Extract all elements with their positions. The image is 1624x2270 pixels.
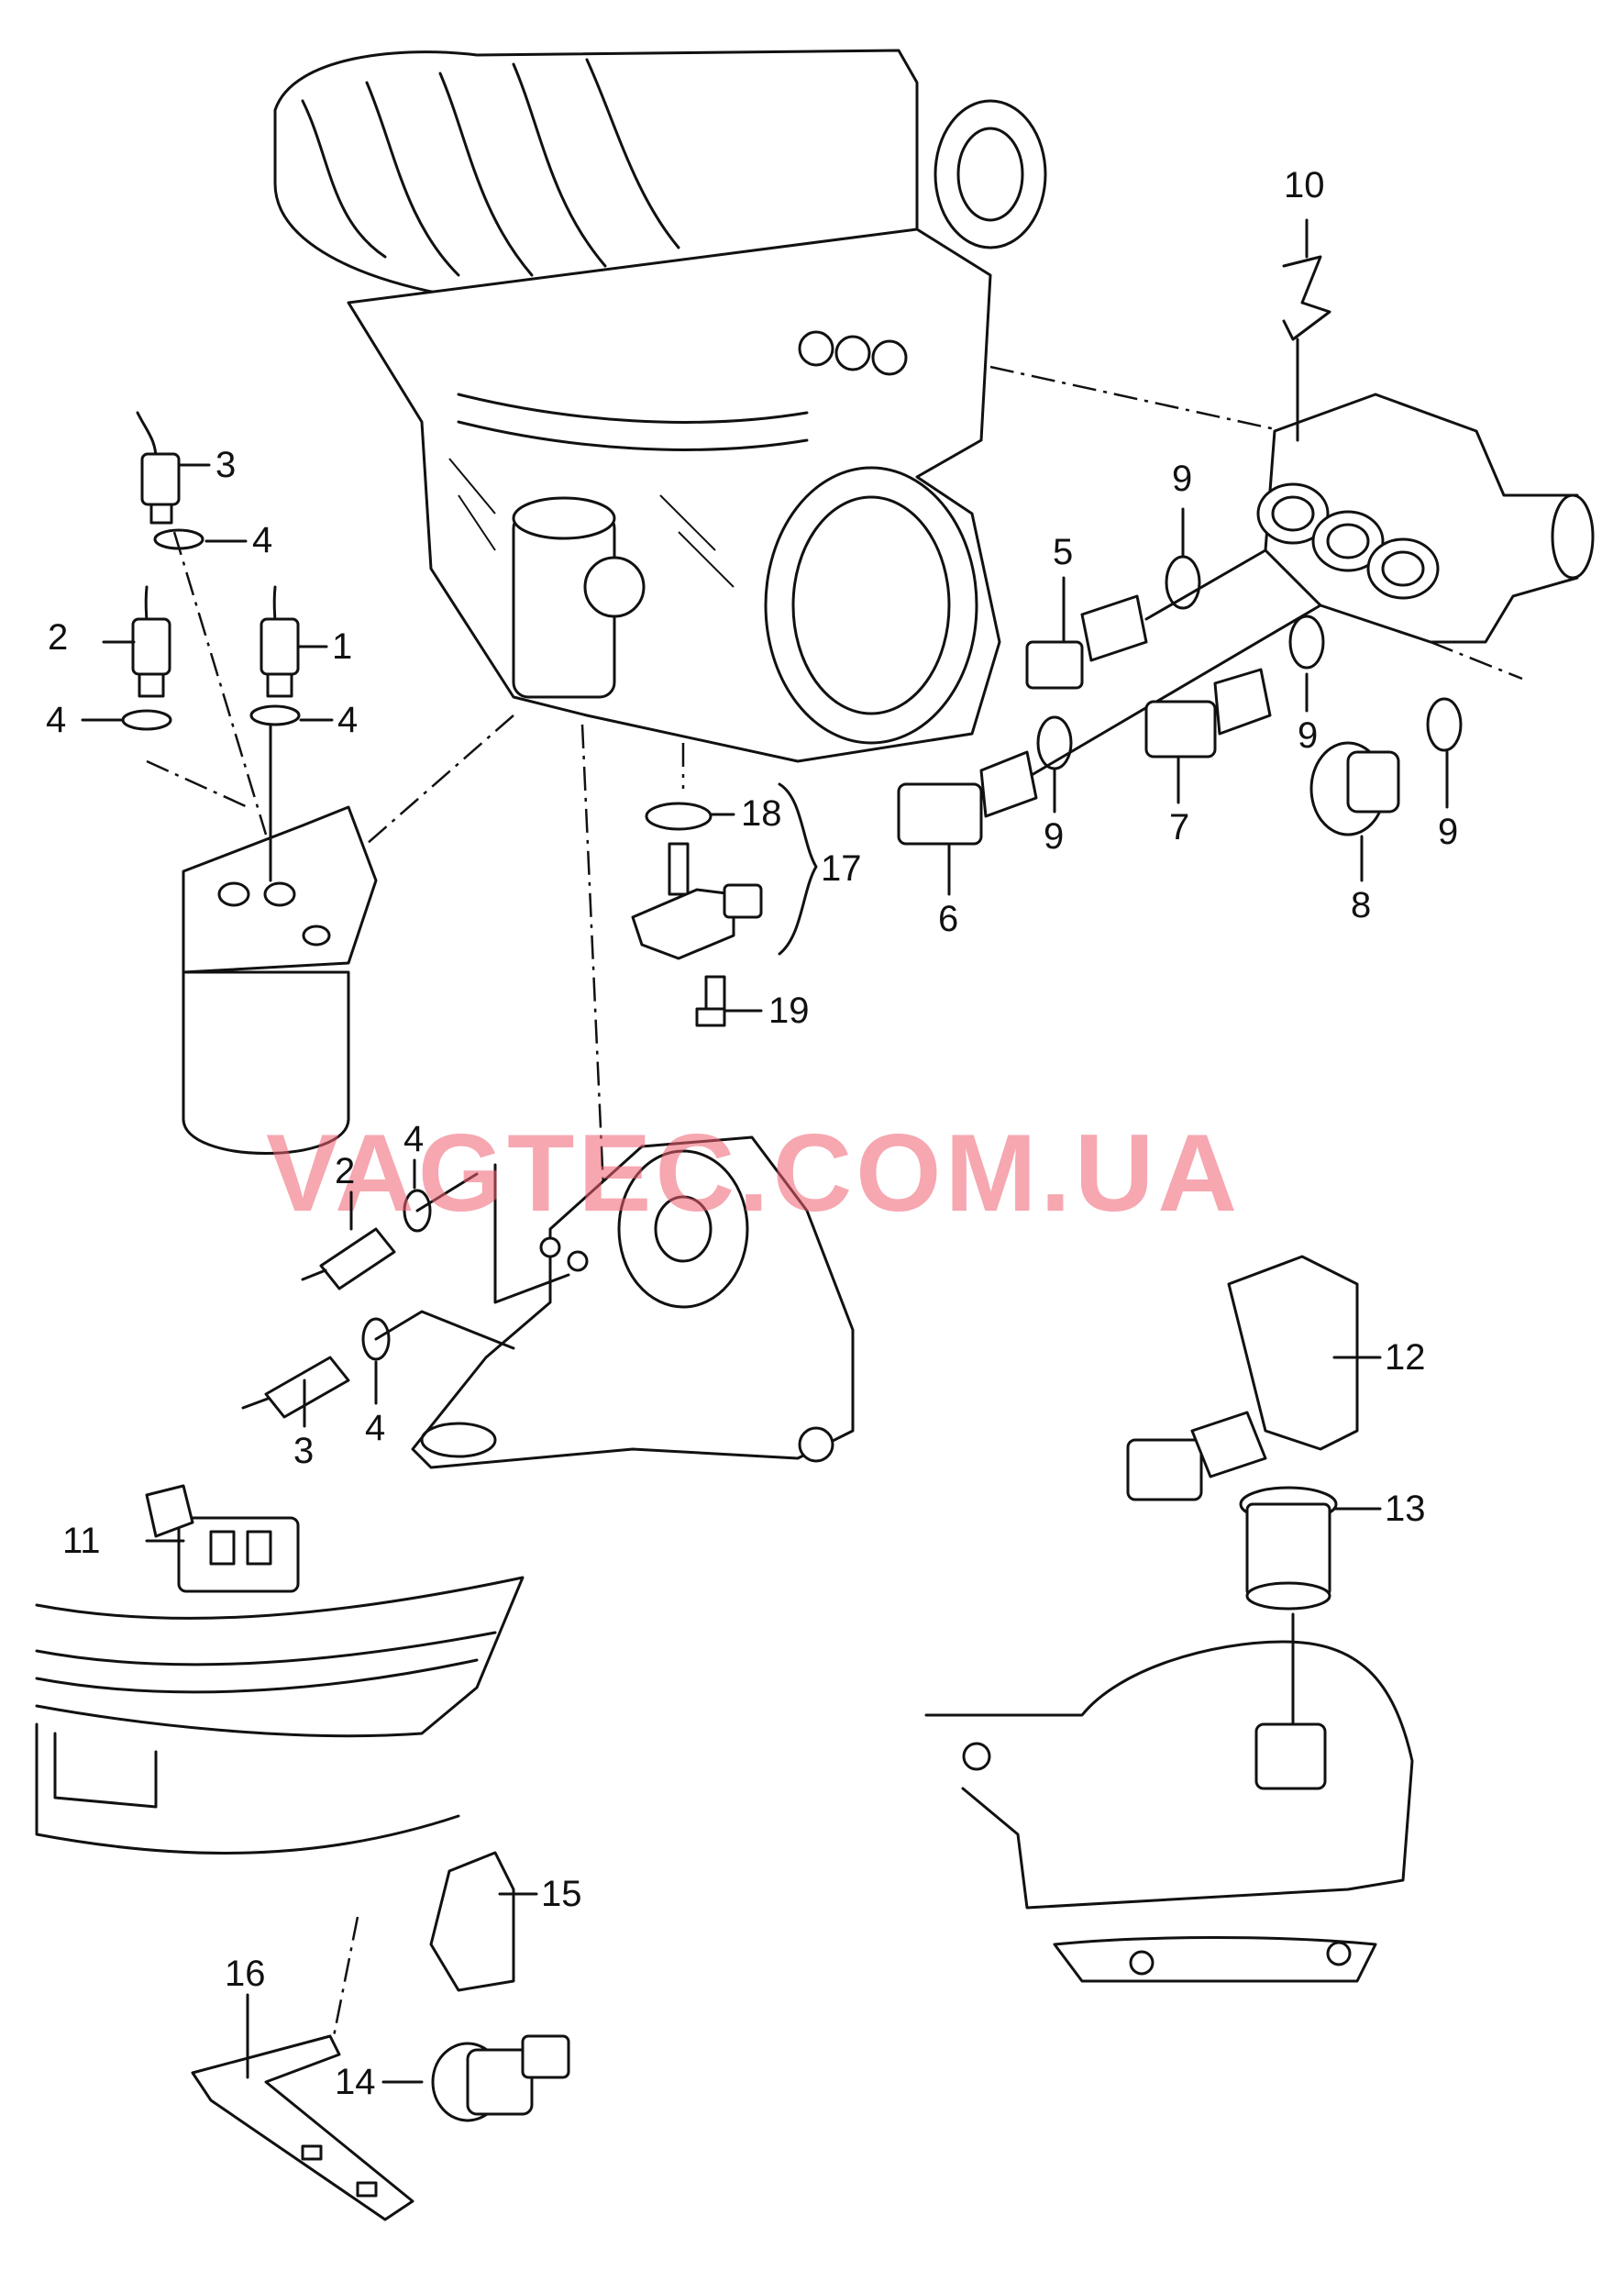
watermark: VAGTEC.COM.UA — [266, 1112, 1241, 1235]
engine-bracket-icon — [411, 1135, 855, 1469]
engine-block-icon — [273, 49, 1047, 763]
callout-leader — [374, 1310, 515, 1350]
gearbox-housing-icon — [924, 1255, 1414, 1983]
callout-12: 12 — [1385, 1337, 1426, 1378]
callout-2: 2 — [48, 617, 68, 658]
callout-leaders — [81, 463, 1449, 2084]
callout-10: 10 — [1284, 165, 1325, 205]
temperature-sensor-icon — [897, 548, 1400, 846]
temperature-sensor-icon — [241, 1189, 432, 1419]
leader-line — [989, 365, 1285, 433]
bumper-icon — [35, 1576, 525, 1855]
callout-8: 8 — [1351, 885, 1371, 925]
spring-clip-icon — [1282, 255, 1331, 341]
callout-13: 13 — [1385, 1489, 1426, 1529]
callout-3: 3 — [215, 445, 236, 485]
callout-17: 17 — [821, 848, 862, 889]
callout-leader — [415, 1172, 479, 1213]
callout-18: 18 — [741, 793, 782, 834]
leader-line — [328, 1916, 359, 2055]
callout-3: 3 — [293, 1431, 314, 1471]
speed-sender-icon — [631, 802, 763, 1027]
callout-15: 15 — [541, 1874, 582, 1914]
callout-7: 7 — [1169, 807, 1189, 847]
callout-6: 6 — [938, 899, 958, 939]
callout-9: 9 — [1298, 715, 1318, 756]
callout-2: 2 — [335, 1151, 355, 1191]
leader-line — [146, 759, 249, 809]
callout-4: 4 — [365, 1408, 385, 1448]
leader-line — [366, 714, 514, 845]
callout-9: 9 — [1172, 459, 1192, 499]
callout-9: 9 — [1044, 816, 1064, 857]
callout-4: 4 — [403, 1119, 424, 1159]
callout-5: 5 — [1053, 532, 1073, 572]
switch-connector-icon — [145, 1484, 300, 1593]
oil-filter-housing-icon — [182, 805, 378, 1155]
callout-leader — [493, 1163, 570, 1304]
callout-1: 1 — [332, 626, 352, 667]
coolant-flange-icon — [1256, 393, 1595, 644]
callout-9: 9 — [1438, 812, 1458, 852]
callout-14: 14 — [335, 2062, 376, 2102]
callout-19: 19 — [768, 991, 810, 1031]
seal-ring-icon — [1036, 555, 1463, 770]
switch-14-icon — [429, 1851, 570, 2122]
leader-line — [1430, 640, 1523, 681]
callout-11: 11 — [62, 1521, 101, 1561]
callout-4: 4 — [252, 520, 272, 560]
callout-16: 16 — [225, 1954, 266, 1994]
bracket-17 — [778, 782, 818, 956]
temperature-sensor-icon — [121, 411, 301, 731]
leader-line — [172, 531, 268, 836]
callout-4: 4 — [337, 700, 358, 740]
bracket-16-icon — [191, 2034, 414, 2221]
callout-4: 4 — [46, 700, 66, 740]
callout-labels: 3 4 2 1 4 4 10 9 5 9 9 9 7 6 8 18 17 19 … — [46, 165, 1458, 2102]
